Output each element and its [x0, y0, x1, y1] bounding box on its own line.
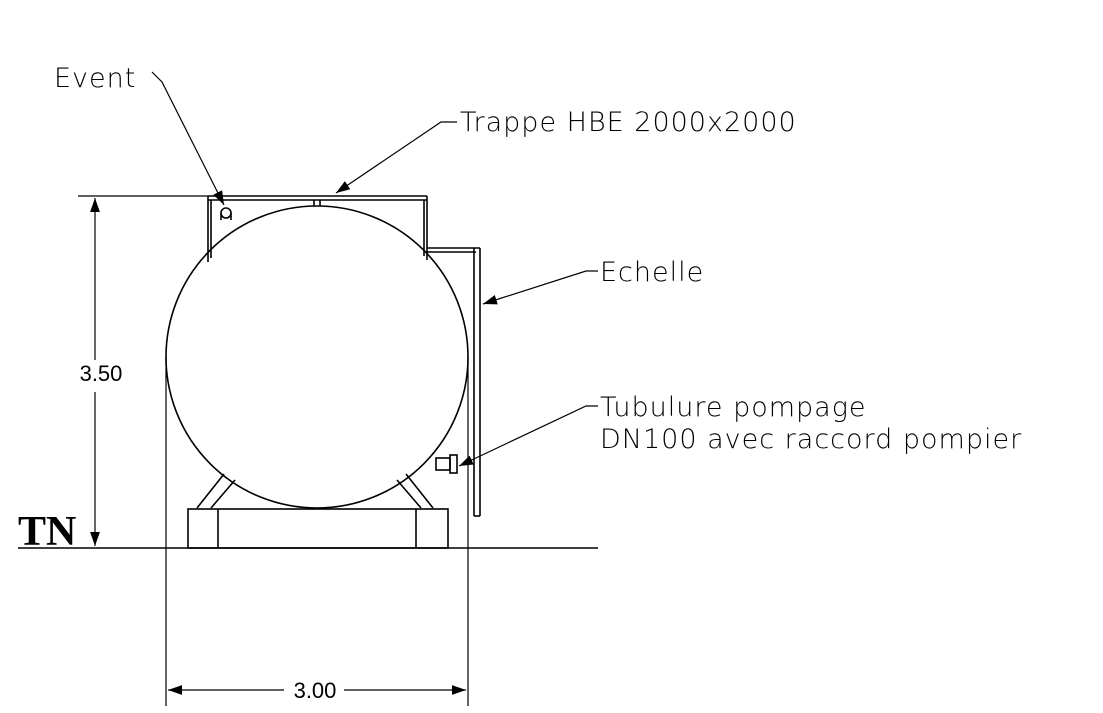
tank-supports — [196, 473, 434, 509]
pump-label-line1: Tubulure pompage — [600, 392, 867, 423]
vent-icon — [220, 207, 232, 220]
hatch-label: Trappe HBE 2000x2000 — [460, 107, 797, 138]
height-dimension-value: 3.50 — [80, 361, 123, 386]
width-dimension: 3.00 — [165, 357, 469, 706]
pump-leader — [458, 405, 598, 467]
ladder-leader — [482, 270, 598, 305]
pump-nozzle — [435, 454, 458, 474]
top-platform — [207, 195, 428, 262]
hatch-leader — [335, 121, 457, 194]
height-dimension: 3.50 — [78, 195, 208, 546]
tank-base — [187, 508, 449, 549]
ground-label: TN — [18, 509, 76, 555]
vent-label: Event — [54, 63, 136, 94]
pump-label-line2: DN100 avec raccord pompier — [600, 424, 1022, 455]
ladder — [427, 247, 481, 517]
width-dimension-value: 3.00 — [294, 678, 337, 703]
ladder-label: Echelle — [600, 257, 704, 288]
vent-leader — [151, 71, 225, 206]
